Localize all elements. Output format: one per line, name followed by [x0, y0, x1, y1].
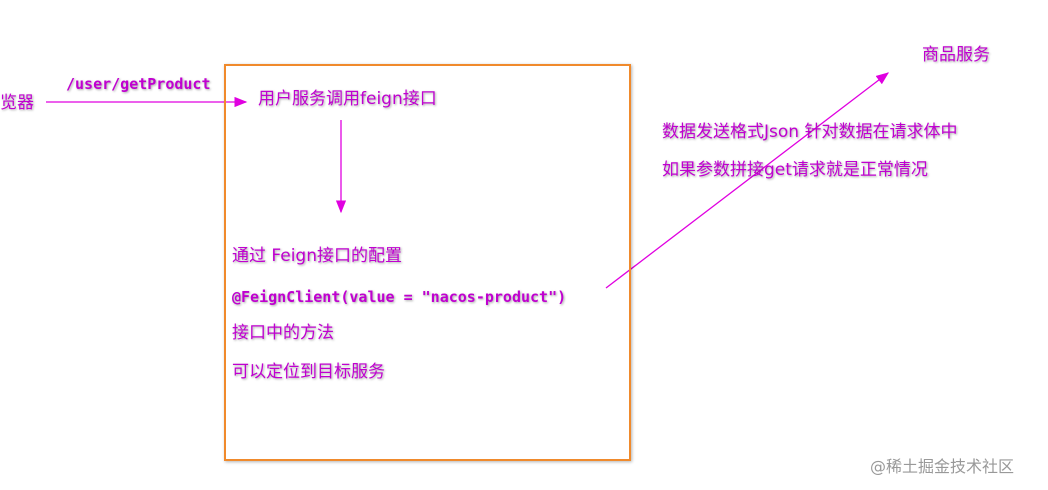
browser-label: 览器 [0, 93, 34, 113]
product-service-label: 商品服务 [922, 45, 990, 65]
locate-label: 可以定位到目标服务 [232, 362, 385, 382]
feign-client-annotation: @FeignClient(value = "nacos-product") [232, 288, 567, 306]
watermark: @稀土掘金技术社区 [870, 457, 1015, 476]
route-label: /user/getProduct [66, 75, 211, 93]
user-service-label: 用户服务调用feign接口 [258, 89, 437, 109]
arrow-to-product-service [605, 72, 890, 289]
method-label: 接口中的方法 [232, 323, 334, 343]
feign-interface-box [224, 64, 631, 461]
via-feign-label: 通过 Feign接口的配置 [232, 246, 402, 266]
json-note-label: 数据发送格式Json 针对数据在请求体中 [662, 122, 958, 142]
get-note-label: 如果参数拼接get请求就是正常情况 [662, 160, 928, 180]
